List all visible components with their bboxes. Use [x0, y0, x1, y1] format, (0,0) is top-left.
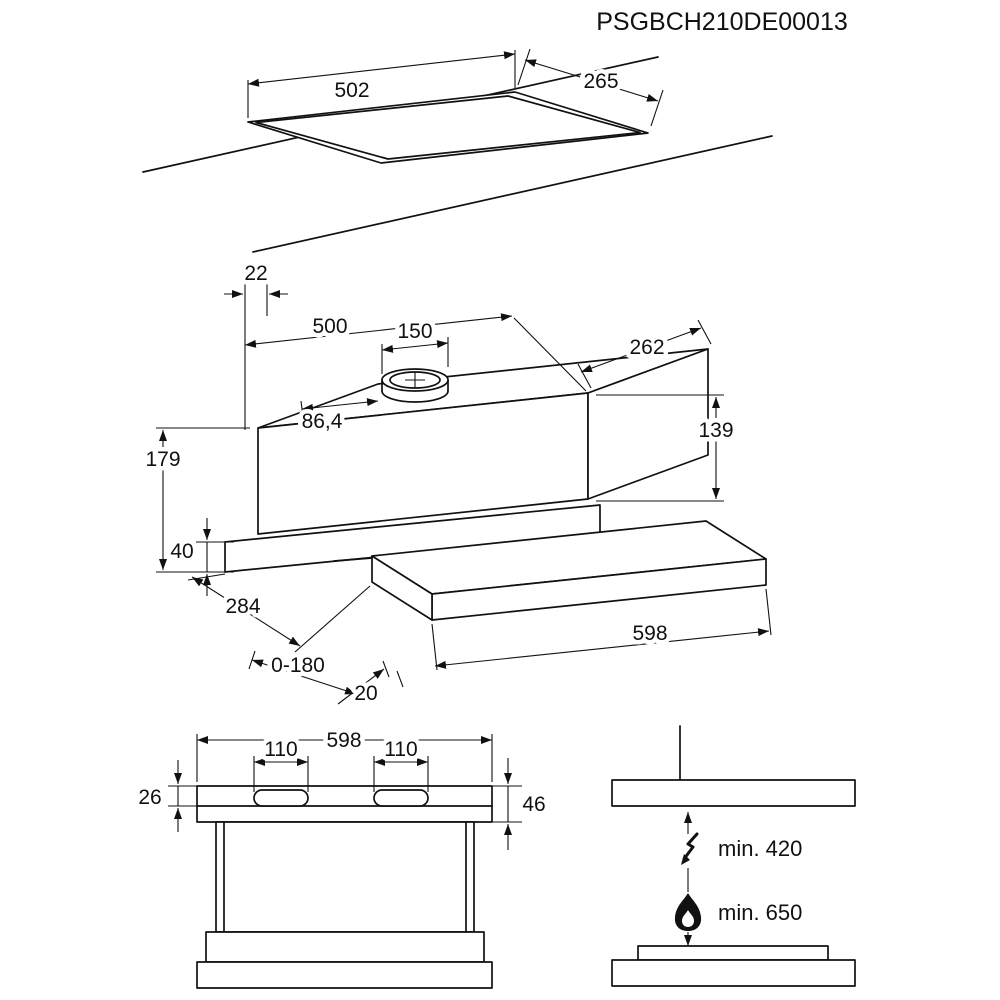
cabinet-base-upper — [205, 931, 485, 963]
counter — [611, 959, 856, 987]
hood-underside — [611, 779, 856, 807]
telescopic-rail-line — [333, 557, 373, 562]
dim-label-pullout-range: 0-180 — [271, 654, 325, 677]
cabinet-body — [215, 821, 475, 933]
dim-body-width: 500 — [244, 311, 587, 392]
dim-label-duct-diameter: 150 — [397, 320, 432, 343]
dim-label-overall-width: 598 — [326, 729, 361, 752]
dim-label-body-width: 500 — [312, 315, 347, 338]
pullout-side-face — [371, 555, 433, 621]
dim-right-vent-width: 110 — [373, 734, 429, 792]
front-view: 598 110 110 26 46 — [134, 725, 550, 989]
dim-rear-clearance: 22 — [224, 258, 288, 430]
cooktop — [637, 945, 829, 961]
lightning-bolt-icon — [681, 832, 699, 865]
dim-total-depth: 284 — [187, 573, 371, 653]
dim-upper-band-height: 26 — [134, 760, 199, 832]
dim-cutout-width: 502 — [247, 50, 516, 118]
air-outlet-spigot — [381, 368, 449, 403]
cutout-outer-outline — [247, 91, 649, 164]
dim-label-front-lip: 20 — [354, 682, 377, 705]
dim-visor-height: 40 — [166, 518, 234, 596]
dim-overall-width: 598 — [196, 725, 493, 782]
dim-label-visor-height: 40 — [170, 540, 193, 563]
dim-pullout-range: 0-180 — [248, 650, 360, 704]
dim-front-width: 598 — [431, 588, 772, 671]
dim-cutout-depth: 265 — [517, 48, 664, 127]
dim-label-body-height: 139 — [698, 419, 733, 442]
dim-left-vent-width: 110 — [253, 734, 309, 792]
dim-body-depth: 262 — [577, 319, 712, 389]
iso-view: 22 500 150 86,4 262 — [141, 258, 772, 710]
drawing-code: PSGBCH210DE00013 — [596, 8, 848, 36]
dim-label-total-height: 179 — [145, 448, 180, 471]
dim-label-cutout-depth: 265 — [583, 70, 618, 93]
dim-body-height: 139 — [596, 394, 738, 502]
dim-label-upper-band-height: 26 — [138, 786, 161, 809]
dim-label-front-panel-height: 46 — [522, 793, 545, 816]
dim-label-front-width: 598 — [632, 622, 667, 645]
dim-duct-offset: 86,4 — [297, 398, 379, 438]
dim-label-body-depth: 262 — [629, 336, 664, 359]
left-vent-slot — [253, 789, 309, 807]
dim-total-height: 179 — [141, 427, 250, 573]
dim-label-right-vent-width: 110 — [384, 738, 417, 761]
cabinet-edge-line-front — [252, 135, 773, 253]
dim-duct-diameter: 150 — [381, 316, 449, 374]
dim-label-rear-clearance: 22 — [244, 262, 267, 285]
dim-label-left-vent-width: 110 — [264, 738, 297, 761]
min-distance-electric-label: min. 420 — [718, 836, 802, 861]
flame-icon — [674, 893, 702, 931]
dim-front-lip: 20 — [337, 660, 404, 710]
dim-label-total-depth: 284 — [225, 595, 260, 618]
right-vent-slot — [373, 789, 429, 807]
cutout-inner-outline — [255, 95, 641, 160]
visor-strip-front — [196, 785, 493, 823]
min-distance-gas-label: min. 650 — [718, 900, 802, 925]
clearance-view: min. 420 min. 650 — [611, 725, 856, 987]
dim-front-panel-height: 46 — [490, 758, 550, 850]
dim-label-duct-offset: 86,4 — [302, 410, 343, 433]
top-view: 502 265 — [142, 48, 773, 253]
cabinet-base-lower — [196, 961, 493, 989]
dim-label-cutout-width: 502 — [334, 79, 369, 102]
telescopic-pullout — [371, 520, 767, 621]
